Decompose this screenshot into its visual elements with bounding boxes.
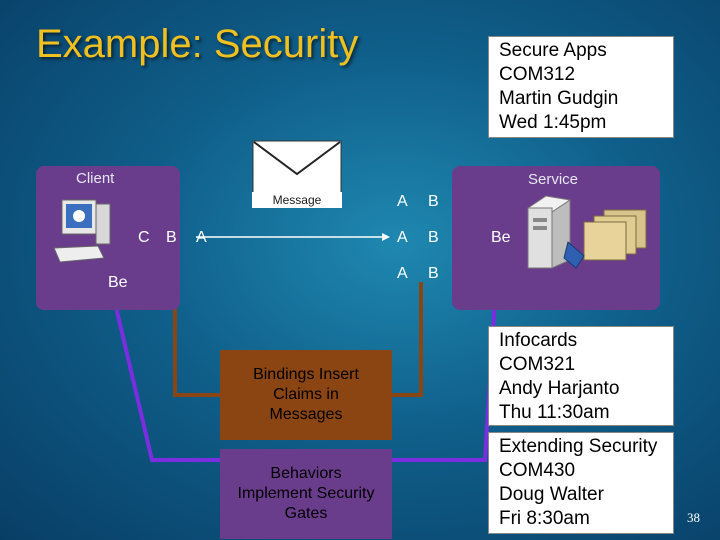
message-flow-arrowhead — [382, 233, 390, 241]
client-label: Client — [76, 170, 115, 187]
row1-b: B — [428, 193, 439, 210]
behaviors-note: Behaviors Implement Security Gates — [220, 449, 392, 539]
envelope-icon — [252, 140, 342, 198]
message-label: Message — [252, 192, 342, 208]
server-icon — [526, 195, 647, 269]
session-line: Fri 8:30am — [499, 508, 590, 529]
session-line: Andy Harjanto — [499, 378, 620, 399]
client-behavior-line — [110, 289, 220, 462]
client-segment-a: A — [196, 229, 207, 246]
session-line: Doug Walter — [499, 484, 604, 505]
service-behavior-line — [392, 249, 500, 462]
client-binding-line — [173, 270, 220, 397]
session-info-box: Secure Apps COM312 Martin Gudgin Wed 1:4… — [488, 36, 674, 138]
session-line: COM312 — [499, 64, 576, 85]
page-number: 38 — [687, 510, 700, 525]
service-binding-line — [392, 282, 423, 397]
client-segment-c: C — [138, 229, 150, 246]
service-behavior-label: Be — [491, 229, 511, 246]
bindings-note: Bindings Insert Claims in Messages — [220, 350, 392, 440]
related-session-extending-security: Extending Security COM430 Doug Walter Fr… — [488, 432, 674, 534]
behaviors-note-text: Behaviors Implement Security Gates — [237, 465, 375, 522]
slide-title: Example: Security — [36, 22, 359, 66]
row3-a: A — [397, 265, 408, 282]
session-line: COM430 — [499, 460, 576, 481]
computer-icon — [54, 199, 111, 263]
session-line: Extending Security — [499, 436, 658, 457]
client-behavior-label: Be — [108, 274, 128, 291]
row2-a: A — [397, 229, 408, 246]
row2-b: B — [428, 229, 439, 246]
row1-a: A — [397, 193, 408, 210]
related-session-infocards: Infocards COM321 Andy Harjanto Thu 11:30… — [488, 326, 674, 426]
row3-b: B — [428, 265, 439, 282]
session-line: Thu 11:30am — [499, 402, 610, 423]
bindings-note-text: Bindings Insert Claims in Messages — [253, 366, 359, 423]
session-line: Infocards — [499, 330, 578, 351]
client-segment-b: B — [166, 229, 177, 246]
session-line: Wed 1:45pm — [499, 112, 607, 133]
session-line: Martin Gudgin — [499, 88, 619, 109]
session-line: Secure Apps — [499, 40, 607, 61]
session-line: COM321 — [499, 354, 576, 375]
service-label: Service — [528, 171, 579, 188]
